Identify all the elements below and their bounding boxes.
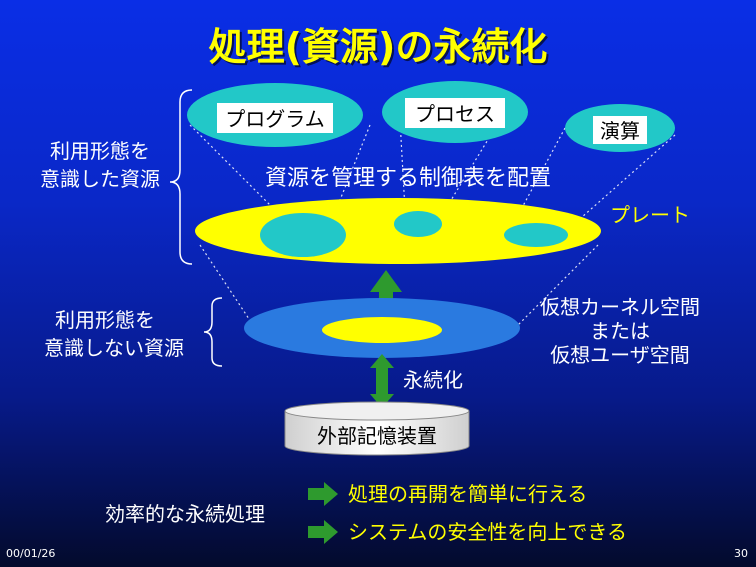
- summary-arrow-2: [308, 520, 338, 544]
- compute-label-box: [593, 116, 647, 144]
- program-label-box: [217, 103, 333, 133]
- control-table-caption: 資源を管理する制御表を配置: [265, 166, 551, 191]
- space-label-line2: または: [590, 319, 650, 343]
- top-bracket-label-line1: 利用形態を: [50, 139, 150, 163]
- top-bracket-label-line2: 意識した資源: [40, 167, 160, 191]
- storage-label: 外部記憶装置: [317, 424, 437, 448]
- slide-page-number: 30: [734, 547, 748, 560]
- persist-double-arrow: [370, 354, 394, 408]
- summary-point-1: 処理の再開を簡単に行える: [348, 482, 587, 506]
- plate-resource-3: [504, 223, 568, 247]
- slide-title: 処理(資源)の永続化: [209, 25, 548, 69]
- compute-label: 演算: [600, 119, 640, 143]
- summary-label: 効率的な永続処理: [105, 502, 265, 526]
- process-label-box: [405, 98, 505, 128]
- funnel-lines: [199, 244, 599, 329]
- summary-arrow-1: [308, 482, 338, 506]
- slide-title: 処理(資源)の永続化: [211, 27, 550, 71]
- plate-resource-1: [260, 213, 346, 257]
- program-label: プログラム: [225, 107, 324, 131]
- up-arrow: [370, 270, 402, 304]
- summary-point-2: システムの安全性を向上できる: [348, 520, 627, 544]
- space-label-line3: 仮想ユーザ空間: [550, 343, 690, 367]
- plate-label: プレート: [610, 203, 690, 227]
- space-label-line1: 仮想カーネル空間: [540, 295, 700, 319]
- virtual-space-inner: [322, 317, 442, 343]
- slide-date: 00/01/26: [6, 547, 55, 560]
- top-brace: [169, 89, 193, 265]
- bottom-bracket-label-line2: 意識しない資源: [44, 336, 184, 360]
- persist-label: 永続化: [403, 368, 463, 392]
- process-label: プロセス: [415, 102, 495, 126]
- storage-cylinder: [284, 401, 470, 456]
- bottom-bracket-label-line1: 利用形態を: [55, 308, 155, 332]
- bottom-brace: [203, 297, 223, 367]
- plate-resource-2: [394, 211, 442, 237]
